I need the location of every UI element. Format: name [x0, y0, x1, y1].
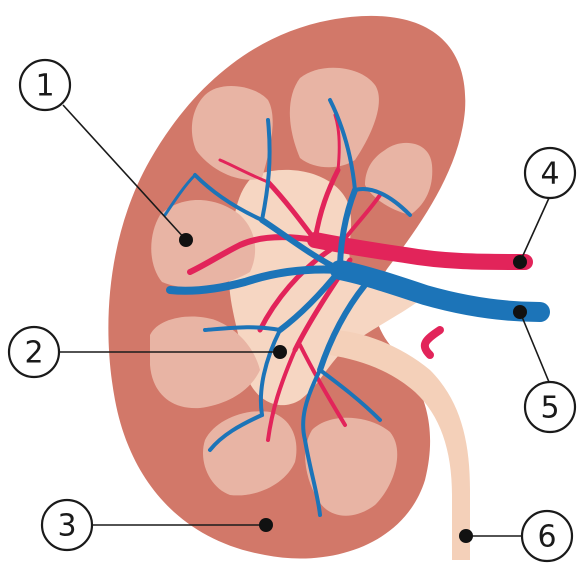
- callout-4: 4: [525, 148, 575, 198]
- leader-line-4: [520, 198, 549, 262]
- target-dot-1: [179, 233, 193, 247]
- callout-3: 3: [42, 500, 92, 550]
- callout-2: 2: [9, 327, 59, 377]
- leader-line-5: [520, 312, 549, 382]
- target-dot-6: [459, 529, 473, 543]
- callout-number-2: 2: [24, 336, 43, 371]
- target-dot-4: [513, 255, 527, 269]
- callout-number-5: 5: [540, 391, 559, 426]
- callout-number-3: 3: [57, 509, 76, 544]
- callout-number-4: 4: [540, 157, 559, 192]
- target-dot-2: [273, 345, 287, 359]
- target-dot-5: [513, 305, 527, 319]
- callout-6: 6: [522, 511, 572, 561]
- target-dot-3: [259, 518, 273, 532]
- callout-number-1: 1: [35, 69, 54, 104]
- callout-5: 5: [525, 382, 575, 432]
- callout-number-6: 6: [537, 520, 556, 555]
- callout-1: 1: [20, 60, 70, 110]
